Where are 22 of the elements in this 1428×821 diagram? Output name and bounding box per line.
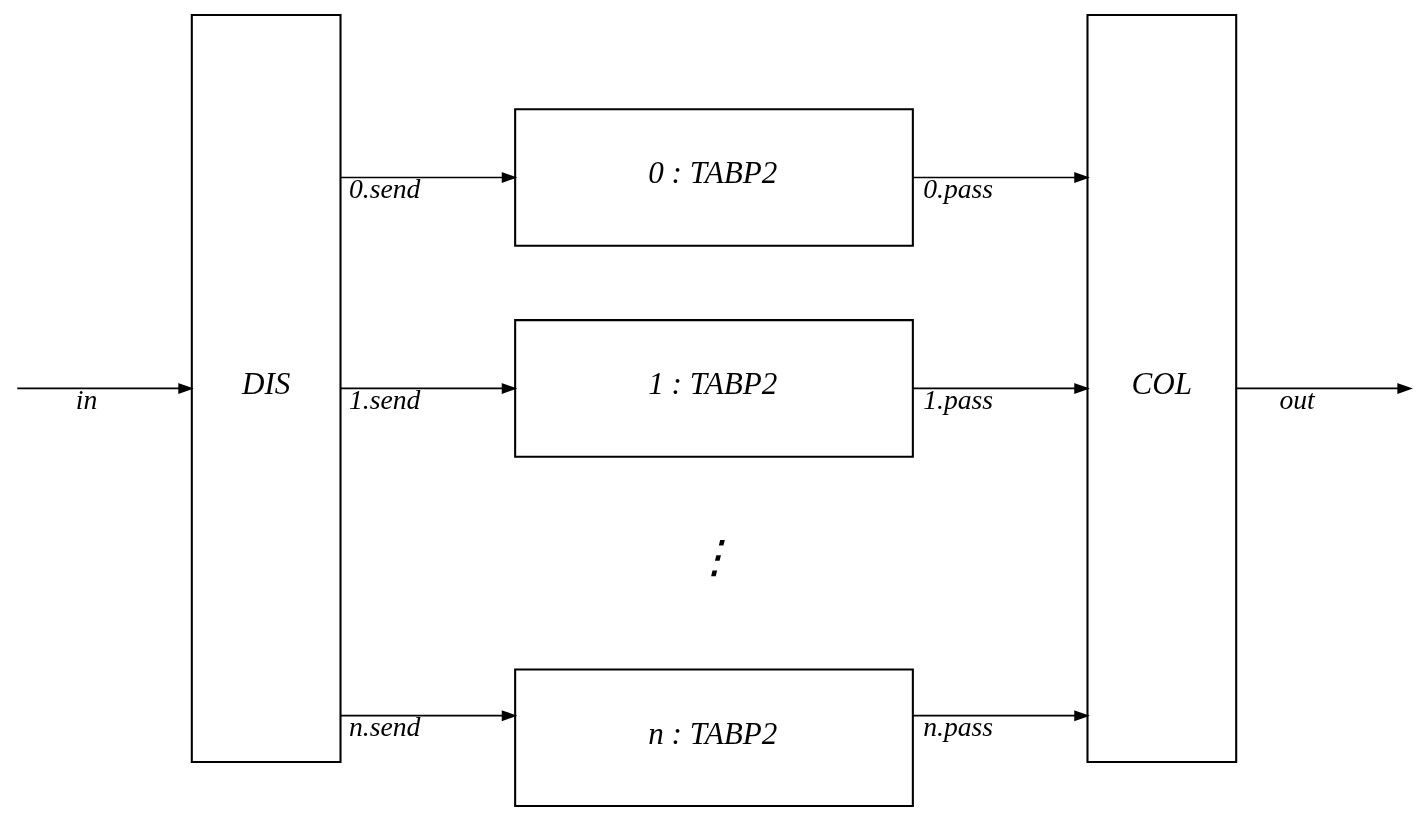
arrow: [339, 710, 518, 722]
arrow: [339, 172, 518, 183]
node-box: COL: [1086, 13, 1238, 763]
edge-label: n.send: [348, 711, 421, 743]
arrow: [339, 383, 518, 394]
node-box: DIS: [190, 13, 342, 763]
node-box: n : TABP2: [514, 668, 914, 808]
node-box: 0 : TABP2: [514, 108, 914, 247]
edge-label: 1.pass: [923, 383, 994, 415]
arrow: [912, 383, 1090, 394]
node-box: 1 : TABP2: [514, 319, 914, 458]
arrow: [1235, 383, 1413, 394]
edge-label: out: [1279, 383, 1315, 415]
arrow: [912, 172, 1090, 183]
edge-label: 0.pass: [923, 172, 994, 204]
edge-label: 0.send: [348, 172, 421, 204]
edge-label: in: [75, 383, 98, 415]
edge-label: 1.send: [348, 383, 421, 415]
arrow: [16, 383, 194, 394]
edge-label: n.pass: [923, 711, 994, 743]
label: ⋮: [692, 532, 738, 583]
arrow: [912, 710, 1090, 722]
